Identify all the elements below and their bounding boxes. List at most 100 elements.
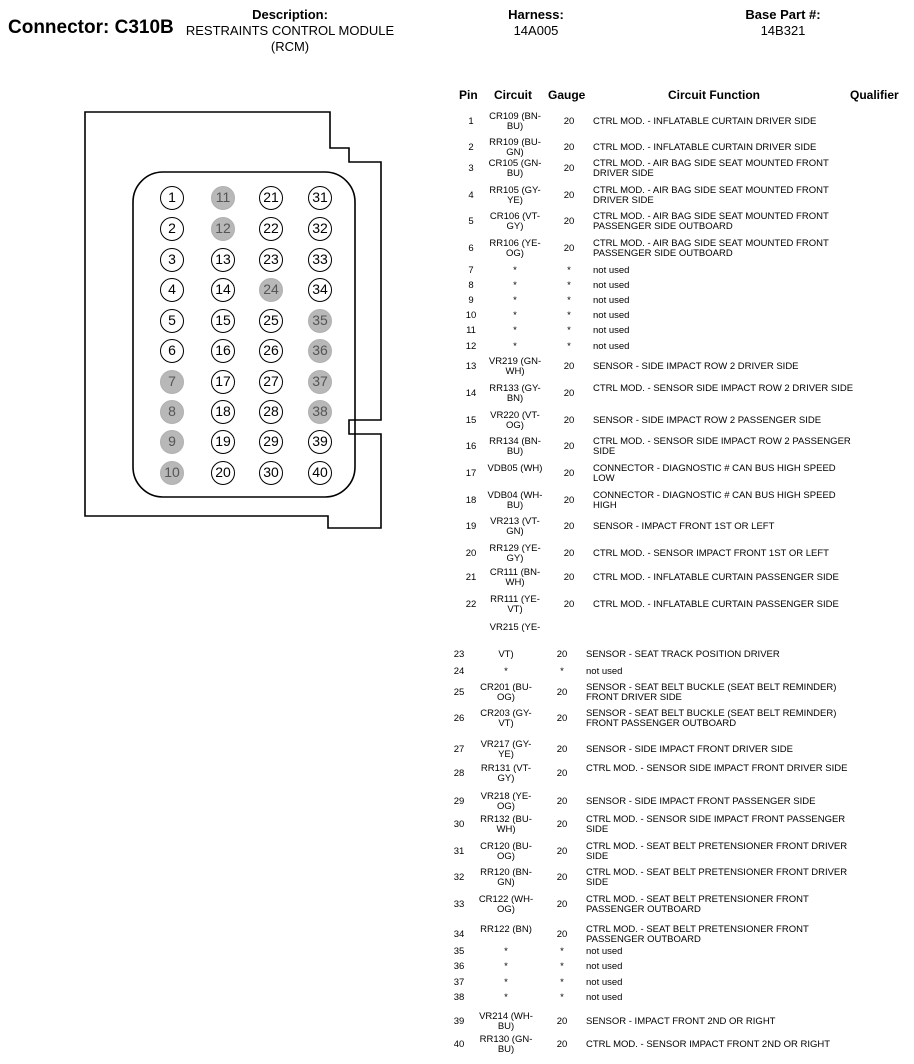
- circuit-code: VR219 (GN-WH): [488, 356, 542, 377]
- wire-gauge: *: [567, 265, 571, 276]
- circuit-function: CTRL MOD. - SENSOR IMPACT FRONT 2ND OR R…: [586, 1039, 831, 1050]
- circuit-function: not used: [586, 992, 623, 1003]
- circuit-code: VR217 (GY-YE): [480, 739, 532, 760]
- pin-number: 31: [453, 846, 465, 857]
- pin-number: 18: [465, 495, 477, 506]
- circuit-code: *: [504, 946, 508, 957]
- wire-gauge: 20: [563, 216, 575, 227]
- circuit-code: CR111 (BN-WH): [489, 567, 541, 588]
- description-line-2: (RCM): [270, 39, 310, 54]
- connector-pin-17: 17: [211, 370, 235, 394]
- circuit-function: not used: [586, 961, 623, 972]
- connector-pin-10: 10: [160, 461, 184, 485]
- connector-pin-40: 40: [308, 461, 332, 485]
- table-row: 38**not used: [0, 993, 914, 1003]
- pin-number: 28: [453, 768, 465, 779]
- circuit-code: CR106 (VT-GY): [489, 211, 541, 232]
- pin-number: 22: [465, 599, 477, 610]
- pin-number: 20: [465, 548, 477, 559]
- circuit-function: CTRL MOD. - AIR BAG SIDE SEAT MOUNTED FR…: [593, 185, 829, 206]
- pin-number: 36: [453, 961, 465, 972]
- wire-gauge: 20: [556, 768, 568, 779]
- circuit-code: RR106 (YE-OG): [489, 238, 541, 259]
- header-pin: Pin: [459, 88, 478, 102]
- circuit-function: CTRL MOD. - INFLATABLE CURTAIN PASSENGER…: [593, 572, 839, 583]
- connector-pin-15: 15: [211, 309, 235, 333]
- connector-pin-29: 29: [259, 430, 283, 454]
- wire-gauge: 20: [556, 796, 568, 807]
- circuit-function: not used: [593, 310, 630, 321]
- wire-gauge: 20: [563, 572, 575, 583]
- connector-pin-4: 4: [160, 278, 184, 302]
- circuit-function: SENSOR - SEAT TRACK POSITION DRIVER: [586, 649, 780, 660]
- connector-pin-16: 16: [211, 339, 235, 363]
- circuit-function: not used: [586, 666, 623, 677]
- harness-label: Harness:: [508, 7, 564, 22]
- pin-number: 34: [453, 929, 465, 940]
- circuit-function: CTRL MOD. - AIR BAG SIDE SEAT MOUNTED FR…: [593, 238, 829, 259]
- pin-number: 27: [453, 744, 465, 755]
- table-row: 9**not used: [0, 296, 914, 306]
- wire-gauge: *: [567, 341, 571, 352]
- connector-pin-13: 13: [211, 248, 235, 272]
- pin-number: 21: [465, 572, 477, 583]
- circuit-function: CONNECTOR - DIAGNOSTIC # CAN BUS HIGH SP…: [593, 490, 836, 511]
- wire-gauge: *: [567, 310, 571, 321]
- pin-number: 23: [453, 649, 465, 660]
- connector-pin-11: 11: [211, 186, 235, 210]
- circuit-function: SENSOR - SEAT BELT BUCKLE (SEAT BELT REM…: [586, 708, 837, 729]
- pin-number: 33: [453, 899, 465, 910]
- pin-number: 11: [466, 325, 476, 336]
- base-part-label: Base Part #:: [745, 7, 821, 22]
- connector-pin-36: 36: [308, 339, 332, 363]
- circuit-code: RR129 (YE-GY): [489, 543, 541, 564]
- pin-number: 7: [468, 265, 474, 276]
- circuit-code: RR109 (BU-GN): [489, 137, 541, 158]
- circuit-code: VR218 (YE-OG): [480, 791, 532, 812]
- table-row: 36**not used: [0, 962, 914, 972]
- wire-gauge: 20: [563, 599, 575, 610]
- connector-pin-6: 6: [160, 339, 184, 363]
- circuit-code: CR201 (BU-OG): [480, 682, 532, 703]
- description-label: Description:: [252, 7, 328, 22]
- pin-number: 35: [453, 946, 465, 957]
- wire-gauge: 20: [563, 243, 575, 254]
- circuit-function: SENSOR - IMPACT FRONT 1ST OR LEFT: [593, 521, 775, 532]
- circuit-function: CTRL MOD. - SENSOR IMPACT FRONT 1ST OR L…: [593, 548, 829, 559]
- table-row: 35**not used: [0, 947, 914, 957]
- pin-number: 2: [468, 142, 474, 153]
- table-row: 21 CR111 (BN-WH) 20 CTRL MOD. - INFLATABLE …: [0, 568, 914, 588]
- table-row: 24**not used: [0, 667, 914, 677]
- connector-pin-28: 28: [259, 400, 283, 424]
- description-line-1: RESTRAINTS CONTROL MODULE: [185, 23, 395, 38]
- circuit-function: CTRL MOD. - INFLATABLE CURTAIN DRIVER SI…: [593, 116, 817, 127]
- wire-gauge: 20: [563, 142, 575, 153]
- table-row: 12**not used: [0, 342, 914, 352]
- wire-gauge: 20: [556, 649, 568, 660]
- connector-pin-2: 2: [160, 217, 184, 241]
- connector-pin-7: 7: [160, 370, 184, 394]
- pin-number: 5: [468, 216, 474, 227]
- pin-number: 25: [453, 687, 465, 698]
- table-row: 10**not used: [0, 311, 914, 321]
- connector-pin-27: 27: [259, 370, 283, 394]
- circuit-code: VDB04 (WH-BU): [487, 490, 543, 511]
- connector-pin-3: 3: [160, 248, 184, 272]
- connector-pin-22: 22: [259, 217, 283, 241]
- wire-gauge: 20: [563, 190, 575, 201]
- pin-number: 12: [465, 341, 477, 352]
